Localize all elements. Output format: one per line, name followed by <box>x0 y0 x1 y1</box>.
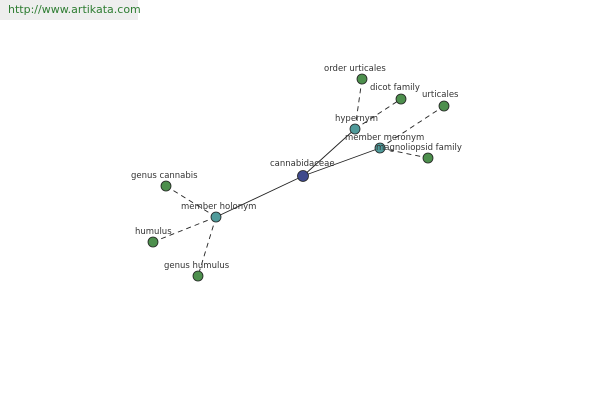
edge-cannabidaceae-to-hypernym <box>302 128 356 177</box>
edge-member-holonym-to-genus-humulus <box>197 216 217 277</box>
node-label-member-holonym[interactable]: member holonym <box>181 202 256 212</box>
node-genus-humulus[interactable] <box>192 270 204 282</box>
edges-layer <box>152 78 445 277</box>
node-label-genus-cannabis[interactable]: genus cannabis <box>131 171 198 181</box>
edge-member-meronym-to-urticales <box>379 105 445 149</box>
node-order-urticales[interactable] <box>356 73 368 85</box>
node-member-meronym[interactable] <box>374 142 386 154</box>
edge-hypernym-to-dicot-family <box>354 98 402 130</box>
node-label-magnoliopsid-family[interactable]: magnoliopsid family <box>376 143 462 153</box>
labels-layer: cannabidaceae hypernym member meronym membe… <box>131 64 462 271</box>
node-hypernym[interactable] <box>349 123 361 135</box>
site-url-banner[interactable]: http://www.artikata.com <box>0 0 141 20</box>
edge-member-holonym-to-genus-cannabis <box>165 185 217 218</box>
node-label-hypernym[interactable]: hypernym <box>335 114 378 124</box>
node-dicot-family[interactable] <box>395 93 407 105</box>
edge-cannabidaceae-to-member-meronym <box>302 147 381 177</box>
node-humulus[interactable] <box>147 236 159 248</box>
node-label-dicot-family[interactable]: dicot family <box>370 83 420 93</box>
node-cannabidaceae[interactable] <box>297 170 309 182</box>
node-label-member-meronym[interactable]: member meronym <box>345 133 424 143</box>
node-genus-cannabis[interactable] <box>160 180 172 192</box>
node-label-urticales[interactable]: urticales <box>422 90 459 100</box>
node-member-holonym[interactable] <box>210 211 222 223</box>
node-magnoliopsid-family[interactable] <box>422 152 434 164</box>
node-label-order-urticales[interactable]: order urticales <box>324 64 386 74</box>
node-label-humulus[interactable]: humulus <box>135 227 172 237</box>
node-label-cannabidaceae[interactable]: cannabidaceae <box>270 159 335 169</box>
site-url-text[interactable]: http://www.artikata.com <box>8 3 141 16</box>
edge-cannabidaceae-to-member-holonym <box>215 175 304 218</box>
edge-member-meronym-to-magnoliopsid-family <box>379 147 429 159</box>
nodes-layer <box>147 73 450 282</box>
edge-member-holonym-to-humulus <box>152 216 217 243</box>
node-label-genus-humulus[interactable]: genus humulus <box>164 261 230 271</box>
node-urticales[interactable] <box>438 100 450 112</box>
